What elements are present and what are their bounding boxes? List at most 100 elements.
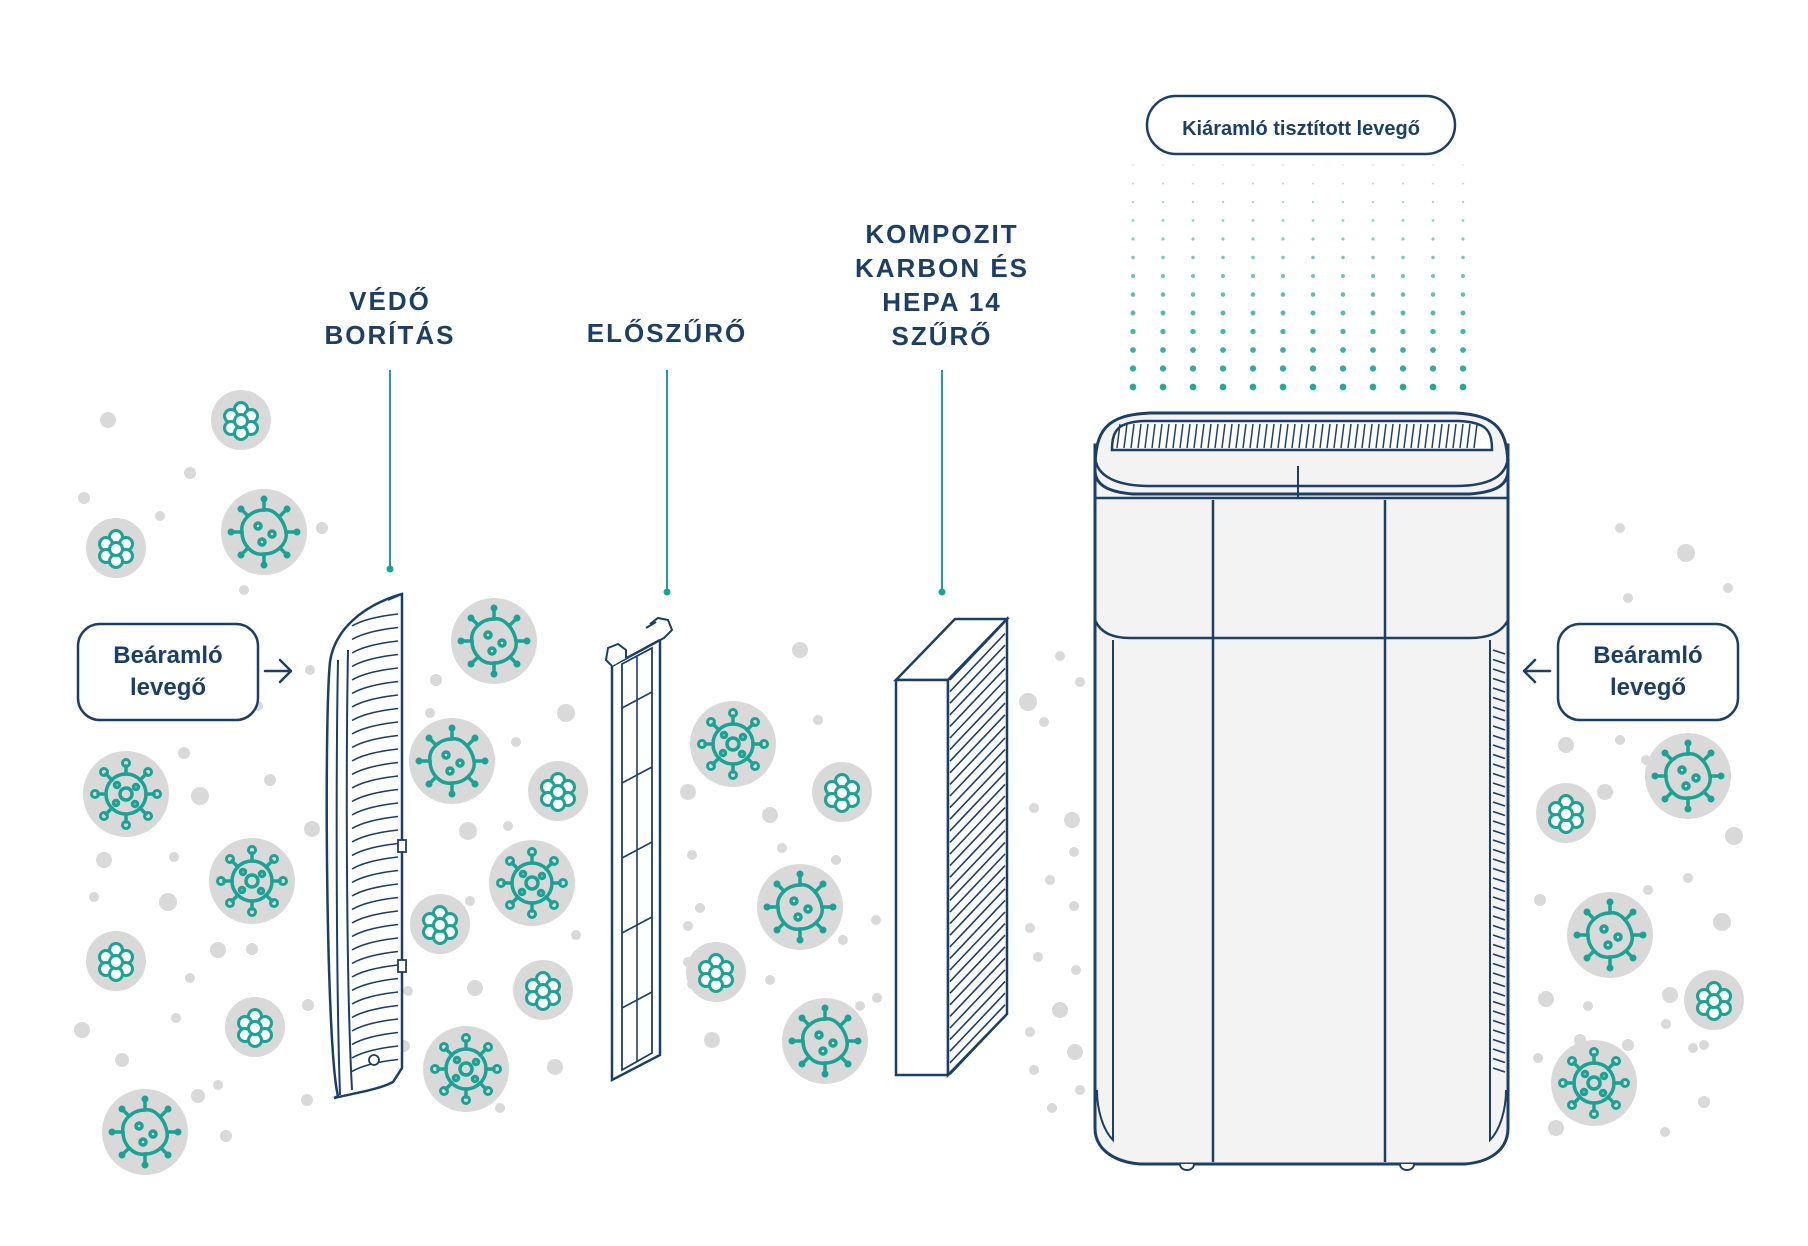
leader-dot xyxy=(938,588,946,596)
air-dot xyxy=(1372,182,1374,185)
dust-particle-icon xyxy=(765,975,775,985)
prefilter-line1: ELŐSZŰRŐ xyxy=(587,318,747,348)
leader-dot xyxy=(386,565,394,573)
dust-particle-icon xyxy=(1723,583,1733,593)
air-dot xyxy=(1402,164,1404,166)
bacteria-cluster-icon xyxy=(84,929,148,993)
air-dot xyxy=(1430,273,1436,279)
air-dot xyxy=(1460,328,1466,335)
dust-particle-icon xyxy=(78,492,90,504)
dust-particle-icon xyxy=(683,921,693,931)
air-dot xyxy=(1192,182,1194,185)
dust-particle-icon xyxy=(467,980,483,996)
air-dot xyxy=(1220,310,1226,316)
inflow-right-label: Beáramló levegő xyxy=(1556,622,1740,722)
air-dot xyxy=(1191,255,1195,260)
air-dot xyxy=(1221,255,1225,260)
dust-particle-icon xyxy=(305,665,315,675)
dust-particle-icon xyxy=(465,896,475,906)
air-dot xyxy=(1129,383,1137,391)
dust-particle-icon xyxy=(1615,735,1625,745)
air-dot xyxy=(1282,164,1284,166)
air-dot xyxy=(1190,328,1196,335)
dust-particle-icon xyxy=(1067,1044,1083,1060)
air-dot xyxy=(1432,182,1434,185)
virus-icon xyxy=(1643,731,1733,821)
air-dot xyxy=(1279,383,1287,391)
dust-particle-icon xyxy=(704,1032,720,1048)
air-dot xyxy=(1431,255,1435,260)
air-dot xyxy=(1399,365,1407,372)
dust-particle-icon xyxy=(1688,1043,1698,1053)
air-dot xyxy=(1131,237,1135,241)
purified-air-stream xyxy=(1129,164,1467,391)
dust-particle-icon xyxy=(246,943,258,955)
dust-particle-icon xyxy=(96,852,112,868)
dust-particle-icon xyxy=(1538,991,1554,1007)
dust-particle-icon xyxy=(1643,885,1653,895)
virus-icon xyxy=(780,996,870,1086)
air-dot xyxy=(1250,310,1256,316)
air-dot xyxy=(1281,219,1285,222)
dust-particle-icon xyxy=(1662,987,1678,1003)
air-dot xyxy=(1131,219,1135,222)
dust-particle-icon xyxy=(1558,737,1574,753)
air-dot xyxy=(1160,310,1166,316)
dust-particle-icon xyxy=(220,1130,232,1142)
air-dot xyxy=(1130,347,1136,353)
bacteria-cluster-icon xyxy=(1534,781,1598,845)
air-dot xyxy=(1190,347,1196,353)
virus-icon xyxy=(421,1024,511,1114)
air-dot xyxy=(1371,200,1375,204)
dust-particle-icon xyxy=(1033,952,1043,962)
air-dot xyxy=(1460,273,1466,279)
inflow-right-line1: Beáramló xyxy=(1593,642,1702,669)
dust-particle-icon xyxy=(871,915,881,925)
dust-particle-icon xyxy=(430,674,442,686)
dust-particle-icon xyxy=(155,511,165,521)
air-dot xyxy=(1160,273,1166,279)
dust-particle-icon xyxy=(1699,1040,1709,1050)
virus-icon xyxy=(755,862,845,952)
dust-particle-icon xyxy=(695,903,705,913)
air-dot xyxy=(1430,328,1436,335)
virus-icon xyxy=(100,1087,190,1177)
dust-particle-icon xyxy=(1075,677,1085,687)
bacteria-cluster-icon xyxy=(408,892,472,956)
air-dot xyxy=(1341,219,1345,222)
air-dot xyxy=(1401,219,1405,222)
air-dot xyxy=(1192,164,1194,166)
air-dot xyxy=(1160,328,1166,335)
virus-icon xyxy=(207,836,297,926)
air-dot xyxy=(1371,255,1375,260)
air-dot xyxy=(1310,347,1316,353)
dust-particles xyxy=(74,412,1743,1142)
air-dot xyxy=(1340,310,1346,316)
protective-cover-line2: BORÍTÁS xyxy=(325,320,456,350)
air-dot xyxy=(1370,310,1376,316)
virus-icon xyxy=(487,838,577,928)
air-dot xyxy=(1280,347,1286,353)
air-dot xyxy=(1309,365,1317,372)
dust-particle-icon xyxy=(1622,1039,1634,1051)
air-dot xyxy=(1370,347,1376,353)
dust-particle-icon xyxy=(872,993,882,1003)
leader-dot xyxy=(663,588,671,596)
air-dot xyxy=(1219,383,1227,391)
air-dot xyxy=(1401,255,1405,260)
air-dot xyxy=(1400,347,1406,353)
dust-particle-icon xyxy=(1019,693,1037,711)
air-dot xyxy=(1312,182,1314,185)
inflow-left-line2: levegő xyxy=(130,674,206,701)
inflow-left-label: Beáramló levegő xyxy=(76,622,260,722)
air-dot xyxy=(1282,182,1284,185)
dust-particle-icon xyxy=(495,1103,505,1113)
dust-particle-icon xyxy=(171,1013,181,1023)
dust-particle-icon xyxy=(191,1089,205,1103)
air-dot xyxy=(1130,292,1136,297)
air-dot xyxy=(1312,164,1314,166)
air-dot xyxy=(1431,219,1435,222)
air-dot xyxy=(1431,237,1435,241)
air-dot xyxy=(1401,237,1405,241)
